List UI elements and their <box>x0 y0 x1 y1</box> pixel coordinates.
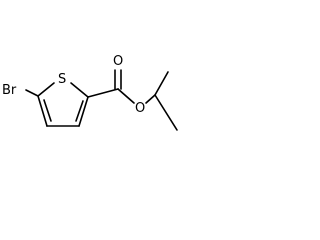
bond-ch-methyl-right <box>154 94 178 131</box>
bond-c4-c5 <box>37 95 48 127</box>
bond-c2-c3-inner <box>75 100 84 122</box>
atom-label-ester-oxygen: O <box>135 101 145 116</box>
bond-ester-o-ch <box>145 94 156 104</box>
bond-carbonyl-ester-o <box>117 88 135 104</box>
atom-label-sulfur: S <box>58 72 66 87</box>
bond-c2-c3 <box>78 96 89 127</box>
molecule-structure: Br S O O <box>2 54 178 131</box>
bond-c5-s <box>37 82 55 97</box>
bond-c4-c5-inner <box>43 99 52 122</box>
bond-ch-methyl-up <box>154 71 169 96</box>
atom-label-carbonyl-oxygen: O <box>113 54 123 69</box>
bond-c5-br <box>25 89 39 97</box>
bond-s-c2 <box>70 82 89 98</box>
atom-label-bromine: Br <box>2 83 17 98</box>
bond-c2-carbonyl <box>87 88 119 98</box>
